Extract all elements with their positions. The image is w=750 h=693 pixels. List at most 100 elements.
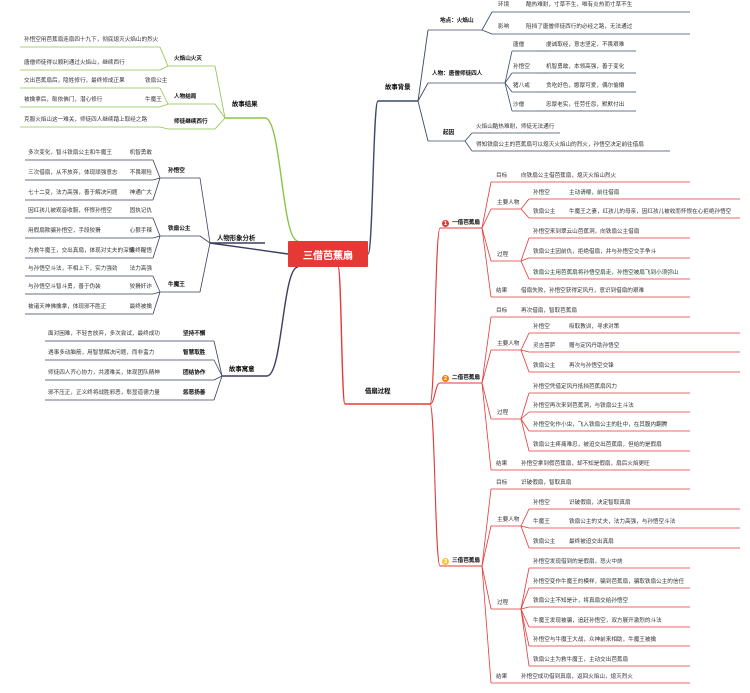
connector-line [152, 275, 161, 293]
branch-ending [264, 117, 299, 242]
setting-key: 影响 [498, 24, 510, 30]
connector-line [214, 117, 226, 130]
sub-value: 赠与定风丹助孙悟空 [569, 343, 620, 349]
connector-line [214, 103, 226, 119]
connector-line [159, 46, 169, 67]
analysis-group-node: 孙悟空 [168, 168, 185, 174]
sub-value: 最终被迫交出真扇 [569, 539, 614, 545]
row-key: 结果 [496, 461, 508, 467]
sub-key: 铁扇公主 [533, 363, 556, 369]
row-value: 孙悟空成功借到真扇，返回火焰山，熄灭烈火 [521, 674, 633, 680]
row-key: 过程 [497, 252, 509, 258]
sub-value: 孙悟空来到翠云山芭蕉洞，向铁扇公主借扇 [533, 229, 640, 235]
sub-value: 孙悟空发现借到的是假扇，怒火中烧 [533, 559, 623, 565]
analysis-item-key: 机智勇敢 [129, 150, 152, 156]
connector-line [520, 608, 530, 647]
connector-line [152, 217, 161, 237]
ending-item-key: 铁扇公主 [145, 78, 168, 84]
meaning-item: 遇事多动脑筋，用智慧解决问题，而非蛮力 [48, 350, 155, 356]
ending-group-node: 人物结局 [174, 94, 197, 100]
connector-line [520, 198, 530, 210]
row-key: 目标 [496, 173, 508, 179]
connector-line [504, 82, 513, 112]
connector-line [213, 359, 223, 377]
cause-item: 得知铁扇公主的芭蕉扇可以熄灭火焰山的烈火，孙悟空决定前往借扇 [476, 142, 644, 148]
analysis-item: 与孙悟空斗法，不相上下，实力强劲 [28, 266, 118, 272]
character-trait: 贪吃好色，憨厚可爱，偶尔偷懒 [546, 83, 625, 89]
sub-value: 孙悟空凭借定风丹抵挡芭蕉扇风力 [533, 384, 617, 390]
characters-node: 人物：唐僧师徒四人 [432, 71, 483, 77]
character-name: 猪八戒 [513, 83, 530, 89]
connector-line [481, 227, 492, 262]
connector-line [152, 235, 161, 259]
main-node-background: 故事背景 [385, 83, 411, 91]
connector-line [159, 65, 169, 71]
connector-line [481, 488, 492, 567]
connector-line [504, 72, 513, 84]
row-value: 孙悟空拿到假芭蕉扇，却不知是假扇，扇后火焰更旺 [521, 461, 650, 467]
analysis-item-key: 最终醒悟 [129, 248, 152, 254]
connector-line [520, 349, 530, 353]
sub-key: 铁扇公主 [533, 539, 556, 545]
character-name: 孙悟空 [513, 64, 530, 70]
sub-value: 主动请缨，前往借扇 [569, 190, 620, 196]
connector-line [481, 382, 492, 420]
analysis-group-node: 铁扇公主 [168, 226, 191, 232]
connector-line [520, 237, 530, 262]
connector-line [504, 82, 513, 93]
connector-line [520, 257, 530, 262]
analysis-item: 多次变化，智斗铁扇公主和牛魔王 [28, 150, 112, 156]
connector-line [159, 87, 169, 105]
sub-value: 孙悟空化作小虫，飞入铁扇公主的肚中，在其腹内翻腾 [533, 422, 668, 428]
meaning-item-key: 智慧取胜 [183, 350, 206, 356]
analysis-item: 为救牛魔王，交出真扇，体现对丈夫的深情 [28, 248, 135, 254]
connector-line [520, 608, 530, 628]
connector-line [520, 567, 530, 610]
connector-line [481, 11, 493, 31]
row-key: 结果 [496, 288, 508, 294]
sub-value: 孙悟空再次来到芭蕉洞，与铁扇公主斗法 [533, 403, 634, 409]
connector-line [520, 260, 530, 280]
sub-value: 吸取教训，寻求对策 [569, 324, 620, 330]
analysis-item-key: 固执记仇 [129, 208, 152, 214]
branch-step [429, 227, 441, 405]
connector-line [199, 242, 211, 293]
step-node: 一借芭蕉扇 [452, 220, 480, 226]
analysis-item: 用假扇欺骗孙悟空，手段狡猾 [28, 228, 101, 234]
main-node-ending: 故事结果 [232, 100, 258, 108]
analysis-group-node: 牛魔王 [168, 282, 185, 288]
row-key: 主要人物 [497, 517, 520, 523]
step-number-badge: 3 [442, 558, 449, 565]
ending-item: 交出芭蕉扇后，隐姓修行，最终修成正果 [24, 78, 125, 84]
analysis-item: 与孙悟空斗智斗勇，善于伪装 [28, 284, 101, 290]
meaning-item: 师徒四人齐心协力，共渡难关，体现团队精神 [48, 370, 160, 376]
sub-value: 铁扇公主用芭蕉扇将孙悟空扇走，孙悟空被扇飞到小须弥山 [533, 270, 679, 276]
connector-line [481, 382, 492, 471]
row-key: 过程 [497, 410, 509, 416]
connector-line [481, 525, 492, 567]
analysis-item-key: 狡猾奸诈 [129, 284, 152, 290]
sub-value: 再次与孙悟空交锋 [569, 363, 614, 369]
connector-line [520, 587, 530, 610]
meaning-item: 邪不压正，正义终将战胜邪恶，彰显道德力量 [48, 390, 160, 396]
connector-line [520, 418, 530, 452]
row-key: 主要人物 [497, 200, 520, 206]
sub-key: 孙悟空 [533, 324, 550, 330]
connector-line [417, 29, 429, 102]
connector-line [520, 349, 530, 373]
row-key: 过程 [497, 600, 509, 606]
connector-line [481, 29, 493, 35]
analysis-item: 七十二变，法力高强，善于解决问题 [28, 190, 118, 196]
analysis-item-key: 不畏艰险 [129, 170, 152, 176]
connector-line [520, 606, 530, 610]
main-node-process: 借扇过程 [365, 387, 391, 395]
branch-analysis [209, 242, 289, 255]
character-trait: 虔诚取经，意志坚定，不畏艰难 [546, 42, 625, 48]
connector-line [152, 291, 161, 295]
sub-value: 孙悟空与牛魔王大战，众神前来相助，牛魔王被擒 [533, 637, 657, 643]
sub-value: 铁扇公主为救牛魔王，主动交出芭蕉扇 [533, 657, 629, 663]
connector-line [520, 418, 530, 432]
connector-line [481, 316, 492, 384]
